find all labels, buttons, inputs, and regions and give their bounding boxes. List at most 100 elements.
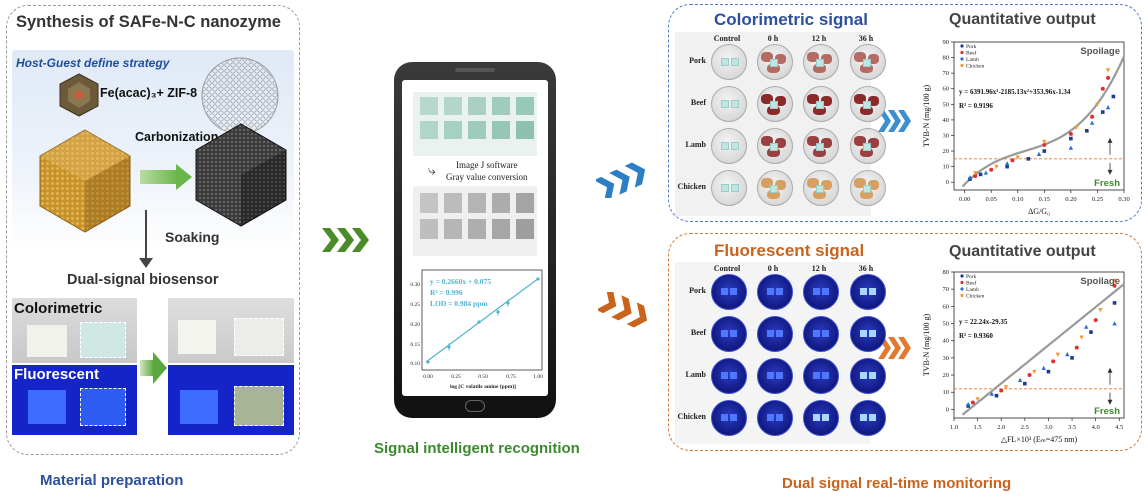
fluorescent-dish — [803, 358, 839, 394]
data-point-pork — [1070, 356, 1074, 360]
cal-ytick: 0.30 — [410, 282, 420, 288]
grid-row-label: Lamb — [685, 370, 706, 379]
meat-sample — [868, 180, 879, 190]
meat-sample — [854, 178, 866, 188]
meat-sample — [821, 96, 832, 106]
y-tick-label: 90 — [943, 39, 950, 46]
fluorescent-tile — [813, 414, 820, 421]
data-point-pork — [1089, 330, 1093, 334]
meat-sample — [775, 96, 786, 106]
fluorescent-dish — [711, 274, 747, 310]
meat-sample — [767, 64, 780, 73]
fluorescent-after-test — [234, 386, 284, 426]
meat-sample — [807, 136, 819, 146]
sensor-tile — [731, 184, 739, 192]
data-point-chicken — [1032, 369, 1037, 375]
y-tick-label: 30 — [943, 355, 950, 362]
colorimetric-signal-title: Colorimetric signal — [714, 10, 868, 29]
soaking-label: Soaking — [165, 229, 220, 245]
fit-equation: y = 6391.96x³-2185.13x²+353.96x-1.34 — [959, 88, 1071, 96]
x-tick-label: 0.05 — [986, 196, 997, 203]
meat-sample — [860, 148, 873, 157]
data-point-beef — [989, 167, 994, 172]
data-point-lamb — [1105, 105, 1111, 110]
data-point-beef — [973, 173, 978, 178]
soaking-arrow-head — [139, 258, 153, 268]
sensor-tile — [863, 59, 871, 67]
meat-sample — [775, 54, 786, 64]
grid-col-label: 36 h — [858, 264, 874, 273]
meat-sample — [775, 138, 786, 148]
data-point-beef — [1106, 75, 1111, 80]
data-point-lamb — [1112, 321, 1117, 326]
sensor-arrow-icon — [140, 360, 154, 376]
data-point-lamb — [989, 391, 994, 396]
fluorescent-dish — [757, 400, 793, 436]
meat-sample — [767, 190, 780, 199]
material-preparation-caption: Material preparation — [40, 472, 184, 489]
phone-home-button-icon — [465, 400, 485, 412]
legend-marker — [960, 274, 964, 278]
sensor-tile — [816, 143, 824, 151]
data-point-chicken — [1015, 155, 1020, 160]
meat-sample — [767, 148, 780, 157]
fluorescent-dish — [850, 274, 886, 310]
y-tick-label: 50 — [943, 321, 950, 328]
material-preparation-panel — [6, 5, 300, 455]
cal-ytick: 0.20 — [410, 322, 420, 328]
sensor-tile — [863, 101, 871, 109]
meat-sample — [854, 52, 866, 62]
legend-marker — [960, 50, 964, 55]
synthesis-title: Synthesis of SAFe-N-C nanozyme — [16, 13, 281, 31]
colorimetric-label: Colorimetric — [14, 300, 103, 317]
fluorescent-tile — [869, 330, 876, 337]
fluorescent-dish — [850, 316, 886, 352]
data-point-beef — [1068, 131, 1073, 136]
formula-label: Fe(acac)₃+ ZIF-8 — [100, 86, 198, 100]
sensor-tile — [863, 143, 871, 151]
data-point-pork — [1042, 149, 1047, 153]
spoilage-label: Spoilage — [1080, 276, 1120, 287]
y-tick-label: 40 — [943, 338, 950, 345]
cal-xtick: 0.50 — [478, 374, 488, 380]
sensor-tile — [770, 59, 778, 67]
x-tick-label: 3.5 — [1068, 424, 1076, 431]
meat-sample — [813, 106, 826, 115]
x-tick-label: 4.0 — [1092, 424, 1100, 431]
grid-row-label: Chicken — [677, 412, 706, 421]
fluorescent-tile — [767, 372, 774, 379]
legend-marker — [960, 280, 964, 285]
zif8-crystal-icon — [39, 129, 131, 233]
meat-sample — [761, 94, 773, 104]
cal-ytick: 0.15 — [410, 342, 420, 348]
fluorescent-panel — [668, 233, 1142, 451]
data-point-lamb — [1004, 161, 1010, 166]
data-point-chicken — [1055, 352, 1061, 357]
y-tick-label: 50 — [943, 101, 950, 108]
sensor-tile — [816, 59, 824, 67]
sensor-tile — [863, 185, 871, 193]
sensor-tile — [721, 142, 729, 150]
data-point-chicken — [1095, 102, 1100, 107]
meat-sample — [821, 180, 832, 190]
data-point-beef — [1112, 283, 1117, 288]
legend-label: Beef — [966, 50, 977, 57]
data-point-lamb — [983, 170, 989, 175]
y-tick-label: 80 — [943, 269, 950, 276]
fluorescent-tile — [869, 288, 876, 295]
grid-col-label: 0 h — [767, 264, 779, 273]
y-tick-label: 70 — [943, 70, 950, 77]
cal-equation: y = 0.2660x + 0.075 — [430, 277, 491, 286]
data-point-pork — [1069, 136, 1073, 141]
fluorescent-dish — [711, 400, 747, 436]
y-tick-label: 0 — [946, 179, 949, 186]
fluorescent-dish — [803, 400, 839, 436]
data-point-lamb — [1065, 352, 1070, 357]
cal-xtick: 1.00 — [533, 374, 543, 380]
meat-sample — [860, 64, 873, 73]
grid-row-label: Beef — [690, 98, 706, 107]
conversion-arrow-icon: ⤷ — [428, 162, 436, 178]
data-point-pork — [1046, 369, 1051, 374]
legend-label: Chicken — [966, 64, 985, 70]
